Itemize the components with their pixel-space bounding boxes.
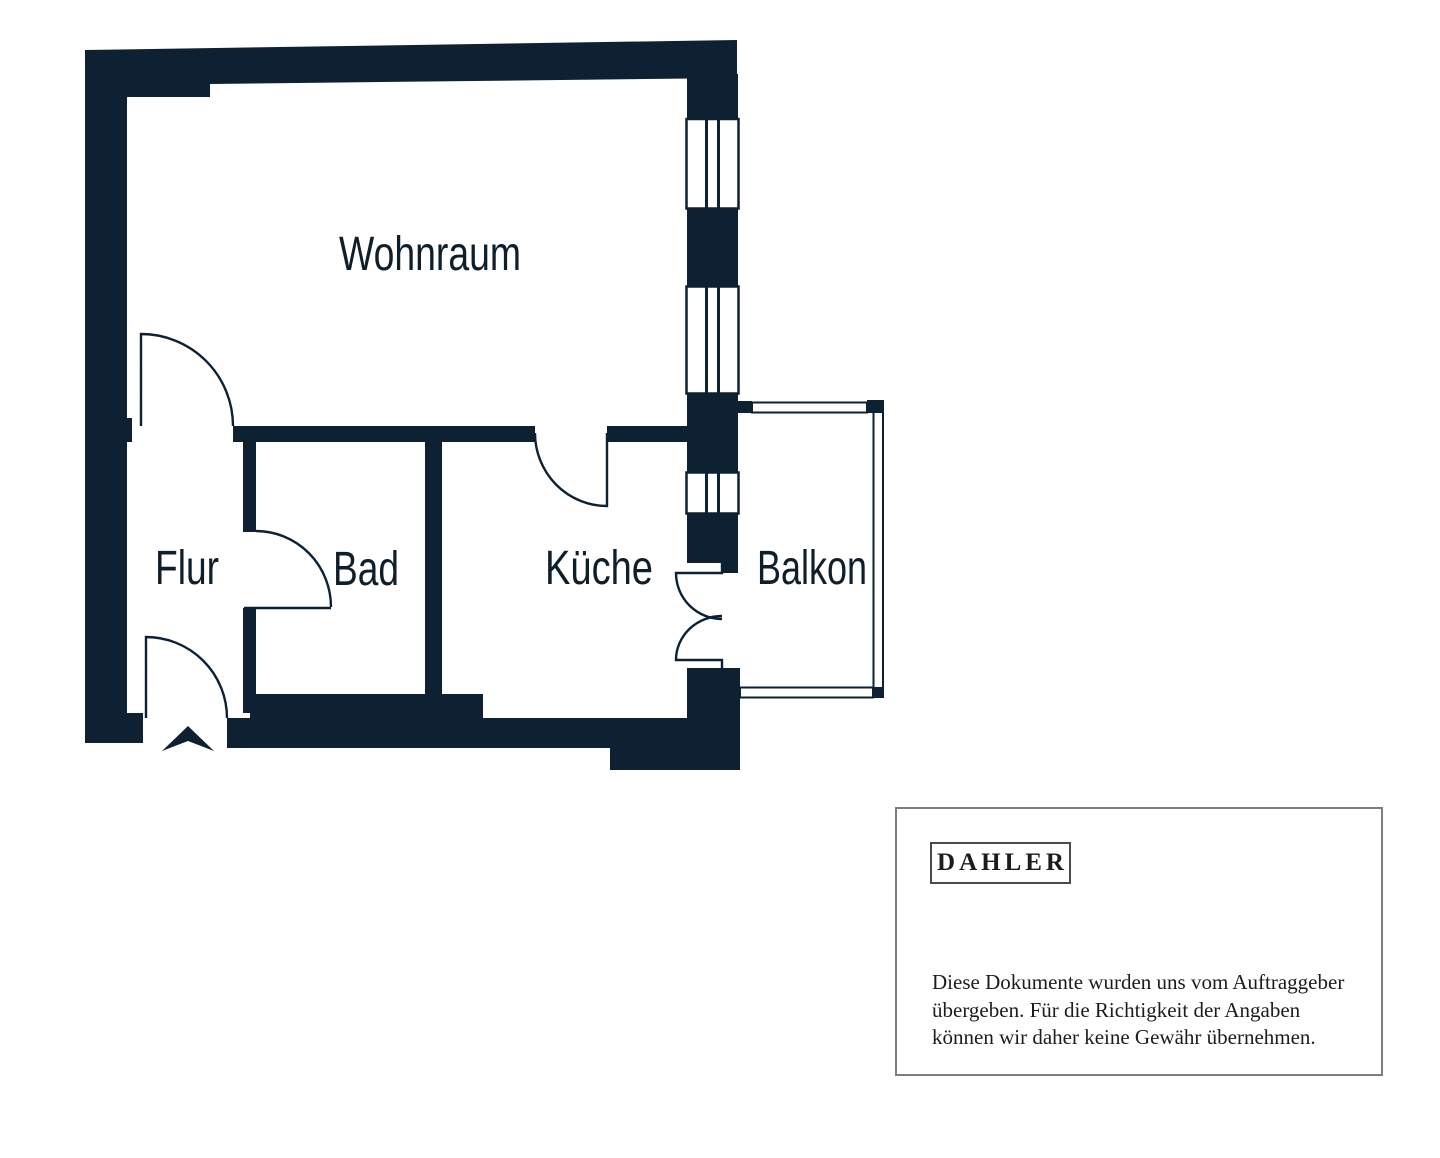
wall-right-jamb-step xyxy=(723,563,738,573)
wall-south-wohnraum-right xyxy=(607,426,687,442)
door-wohnraum xyxy=(139,332,235,427)
wall-left xyxy=(85,50,127,743)
balcony-rail-bottom xyxy=(739,686,874,699)
wall-right-bottom-block xyxy=(687,668,740,770)
wall-right-seg1 xyxy=(687,74,738,120)
wall-right-seg2 xyxy=(687,207,738,287)
wall-bottom-flur xyxy=(85,713,143,743)
window-kueche xyxy=(685,471,740,515)
door-kueche xyxy=(533,432,609,508)
wall-top xyxy=(85,40,737,97)
disclaimer-line-3: können wir daher keine Gewähr übernehmen… xyxy=(932,1025,1316,1049)
room-labels: Wohnraum Flur Bad Küche Balkon xyxy=(155,228,867,596)
dahler-logo: DAHLER xyxy=(930,842,1071,884)
wall-right-seg3 xyxy=(687,393,738,473)
balcony-rail-right xyxy=(872,411,884,689)
door-balcony-upper xyxy=(674,563,724,621)
wall-bottom-entry-nub xyxy=(227,718,250,748)
balcony-railing xyxy=(739,401,884,699)
balcony-rail-top xyxy=(751,401,868,414)
wall-balcony-nub xyxy=(737,401,752,413)
door-balcony-lower xyxy=(674,614,724,668)
label-bad: Bad xyxy=(333,543,399,596)
label-balkon: Balkon xyxy=(757,542,867,595)
disclaimer-line-1: Diese Dokumente wurden uns vom Auftragge… xyxy=(932,970,1345,994)
wall-bottom-bad xyxy=(250,694,483,748)
wall-bottom-kueche xyxy=(483,718,610,748)
wall-right-seg4 xyxy=(687,513,738,563)
doors xyxy=(139,332,724,719)
wall-bad-kueche xyxy=(425,442,442,694)
disclaimer-line-2: übergeben. Für die Richtigkeit der Angab… xyxy=(932,997,1301,1022)
disclaimer-box: DAHLER Diese Dokumente wurden uns vom Au… xyxy=(895,807,1383,1076)
balcony-corner-bottom-right xyxy=(867,687,884,698)
windows xyxy=(685,117,740,515)
disclaimer-text: Diese Dokumente wurden uns vom Auftragge… xyxy=(932,969,1362,1052)
door-bad xyxy=(244,529,333,610)
wall-south-wohnraum-left xyxy=(233,426,535,442)
window-wohnraum-lower xyxy=(685,285,740,395)
label-wohnraum: Wohnraum xyxy=(339,228,521,281)
wall-flur-bad-upper xyxy=(243,442,256,532)
label-kueche: Küche xyxy=(545,542,653,595)
wall-door-nub-left xyxy=(127,418,132,442)
wall-flur-bad-lower xyxy=(243,608,256,713)
entrance-arrow-icon xyxy=(162,726,214,751)
label-flur: Flur xyxy=(155,542,219,595)
door-entrance xyxy=(144,635,229,719)
window-wohnraum-upper xyxy=(685,117,740,210)
walls xyxy=(85,40,884,770)
balcony-corner-top-right xyxy=(867,400,884,413)
